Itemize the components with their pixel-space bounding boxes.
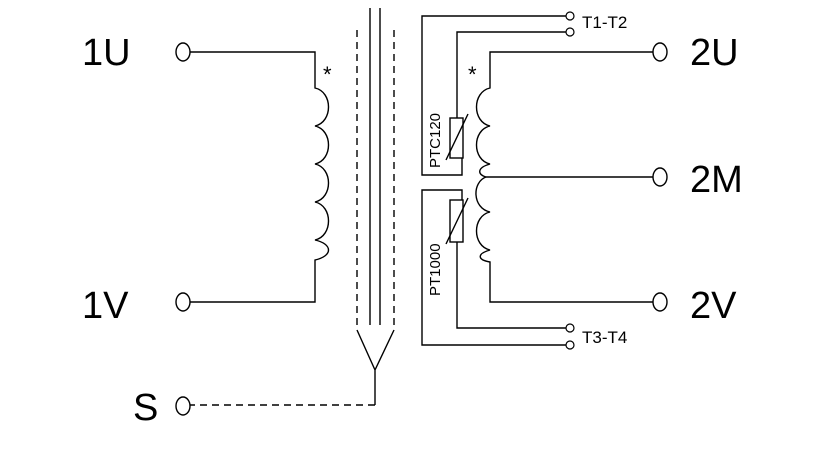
terminal-label-1u: 1U bbox=[82, 32, 131, 74]
terminal-s bbox=[175, 396, 191, 416]
terminal-2u bbox=[652, 42, 668, 62]
terminal-t4 bbox=[565, 340, 575, 350]
sensor-upper-arrow bbox=[445, 113, 469, 161]
sensor-upper-body bbox=[449, 117, 464, 159]
terminal-label-s: S bbox=[133, 387, 158, 429]
sensor-lower-body bbox=[449, 199, 464, 243]
terminal-label-2v: 2V bbox=[690, 285, 737, 327]
primary-winding bbox=[190, 51, 330, 303]
terminal-t2 bbox=[565, 27, 575, 37]
sensor-pair-label-bottom: T3-T4 bbox=[582, 328, 627, 347]
polarity-mark-primary: * bbox=[323, 62, 332, 87]
sensor-lower-lead bbox=[456, 242, 566, 329]
sensor-upper-lead bbox=[456, 31, 566, 118]
terminal-2m bbox=[652, 167, 668, 187]
sensor-label-lower: PT1000 bbox=[427, 243, 444, 296]
secondary-winding-lower bbox=[475, 176, 653, 303]
sensor-label-upper: PTC120 bbox=[427, 113, 444, 168]
terminal-2v bbox=[652, 292, 668, 312]
sensor-pair-label-top: T1-T2 bbox=[582, 13, 627, 32]
sensor-upper-loop bbox=[421, 15, 566, 176]
terminal-1v bbox=[175, 292, 191, 312]
polarity-mark-secondary: * bbox=[468, 62, 477, 87]
terminal-t3 bbox=[565, 323, 575, 333]
shield-junction bbox=[356, 329, 395, 405]
terminal-label-1v: 1V bbox=[82, 285, 129, 327]
terminal-t1 bbox=[565, 11, 575, 21]
sensor-lower-loop bbox=[421, 189, 566, 346]
sensor-lower-arrow bbox=[445, 197, 469, 245]
terminal-label-2m: 2M bbox=[690, 159, 743, 201]
terminal-label-2u: 2U bbox=[690, 32, 739, 74]
secondary-winding-upper bbox=[475, 51, 653, 178]
terminal-1u bbox=[175, 42, 191, 62]
